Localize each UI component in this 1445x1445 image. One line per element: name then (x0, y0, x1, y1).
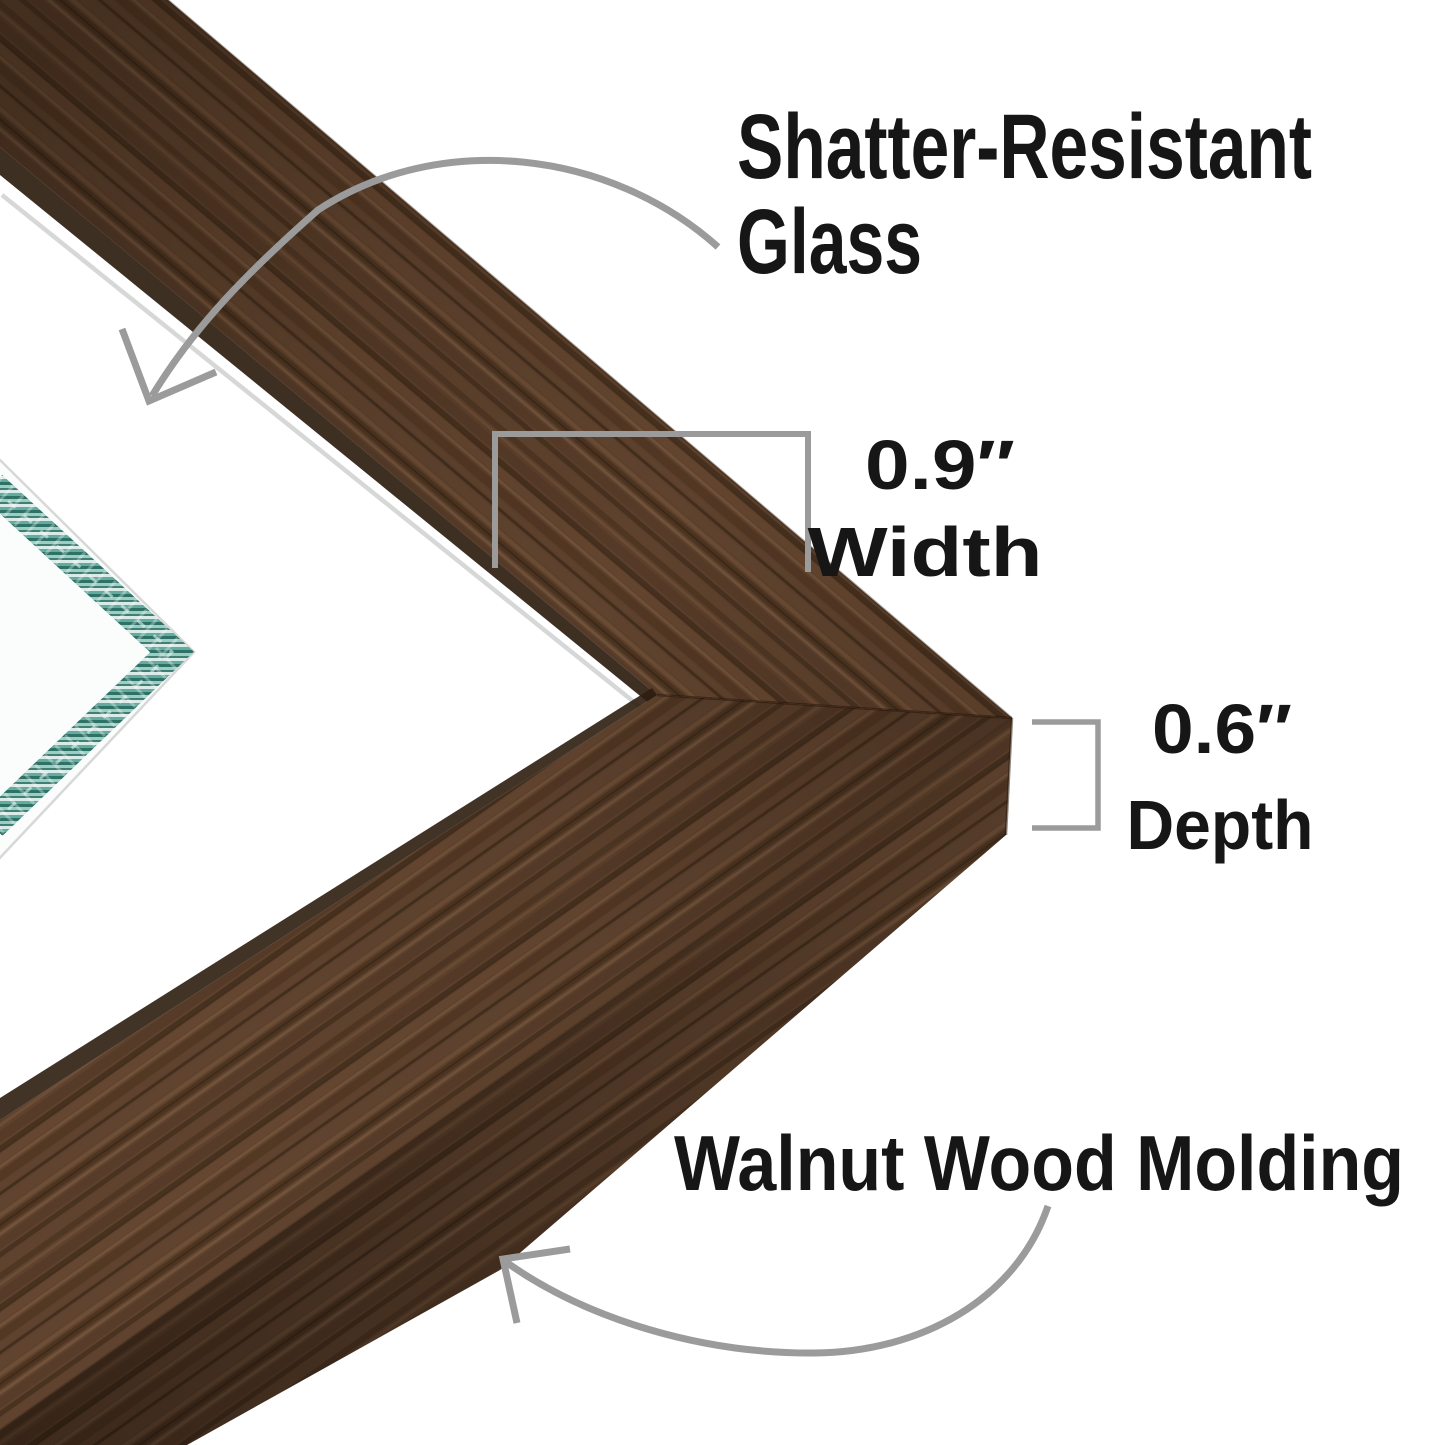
glass-label-line1: Shatter-Resistant (737, 96, 1312, 198)
frame-upper-outer-edge (167, 0, 1013, 719)
molding-curved-arrow (503, 1204, 1052, 1357)
molding-label: Walnut Wood Molding (674, 1119, 1404, 1207)
frame-lower-bevel (0, 688, 657, 1120)
frame-ridge-edge (0, 717, 1013, 1431)
glass-edge-line (0, 193, 646, 712)
frame-lower-face-shading (0, 695, 1012, 1430)
depth-bracket (1032, 719, 1101, 831)
callout-graphics (118, 156, 1101, 1357)
width-bracket (492, 431, 811, 572)
frame-lower-rail (0, 688, 1014, 1445)
molding-arrowhead-icon (498, 1245, 571, 1324)
width-value: 0.9″ (865, 426, 1015, 504)
frame-upper-face-shading (0, 0, 1012, 718)
frame-corner-depth-edge (1004, 717, 1014, 836)
width-label: Width (808, 513, 1043, 591)
frame-side-face-shading (0, 718, 1012, 1445)
glass-arrowhead-icon (118, 327, 218, 406)
frame-miter-seam (656, 693, 1013, 720)
certificate-border-centerline (0, 491, 175, 820)
depth-value: 0.6″ (1152, 690, 1292, 768)
certificate (0, 458, 196, 860)
depth-label: Depth (1127, 786, 1314, 864)
glass-curved-arrow (149, 156, 721, 398)
glass-label-line2: Glass (737, 191, 922, 293)
